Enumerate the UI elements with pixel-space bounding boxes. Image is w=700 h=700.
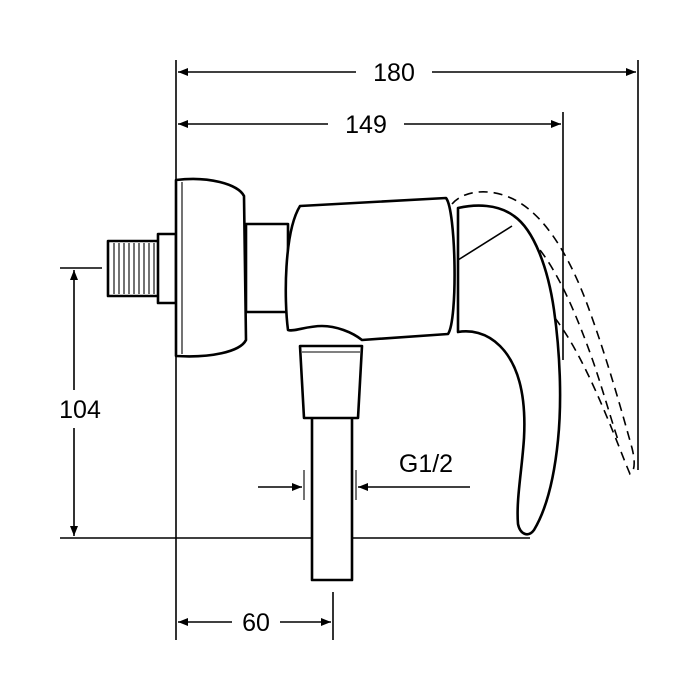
dimension-180: 180	[178, 59, 636, 87]
dimension-label-104: 104	[59, 396, 101, 424]
handle-cap-line	[457, 225, 513, 261]
thread-lines	[113, 243, 155, 294]
dimension-g12: G1/2	[258, 450, 470, 491]
faucet-drawing	[106, 177, 635, 582]
wall-rosette	[174, 177, 248, 358]
dimension-label-149: 149	[345, 111, 387, 139]
handle-open-position-outline	[451, 191, 635, 476]
outlet-nut	[298, 344, 364, 420]
dimension-149: 149	[178, 111, 561, 139]
inlet-nut	[156, 232, 178, 305]
mixer-body	[284, 196, 456, 342]
dimension-60: 60	[178, 609, 331, 637]
dimension-label-60: 60	[242, 609, 270, 637]
connecting-shaft	[244, 222, 290, 314]
handle-open-position-inner	[461, 213, 619, 441]
dimension-104: 104	[59, 270, 101, 536]
outlet-pipe	[310, 408, 354, 582]
dimension-label-g12: G1/2	[399, 450, 453, 478]
lever-handle	[456, 204, 562, 536]
dimension-label-180: 180	[373, 59, 415, 87]
threaded-inlet	[106, 232, 178, 305]
